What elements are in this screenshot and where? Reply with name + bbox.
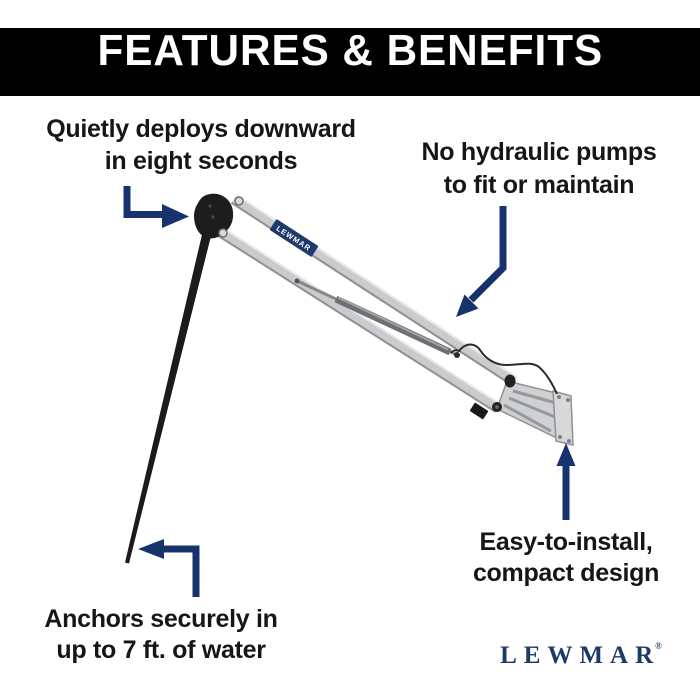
page-title: FEATURES & BENEFITS	[97, 26, 603, 75]
lower-arm	[215, 226, 502, 413]
arm-label-sticker: LEWMAR	[269, 219, 319, 257]
callout-easy-install-line2: compact design	[472, 559, 660, 587]
arrow-top-left-icon	[123, 186, 162, 218]
callout-anchors: Anchors securely in up to 7 ft. of water	[10, 604, 312, 666]
callout-no-hydraulics-line1: No hydraulic pumps	[421, 138, 657, 166]
callout-deploys: Quietly deploys downward in eight second…	[16, 113, 386, 177]
pivot-head	[194, 193, 244, 239]
arrow-top-right-icon	[468, 206, 507, 303]
arrow-bottom-left-icon	[164, 545, 200, 597]
mounting-bracket	[450, 343, 574, 446]
callout-easy-install-line1: Easy-to-install,	[479, 528, 653, 556]
callout-no-hydraulics-line2: to fit or maintain	[443, 171, 635, 199]
anchor-pole	[125, 224, 214, 564]
callout-easy-install: Easy-to-install, compact design	[421, 527, 700, 589]
arrow-top-left-head	[162, 204, 189, 228]
callout-anchors-line2: up to 7 ft. of water	[56, 636, 266, 664]
brand-logo: LEWMAR®	[468, 641, 694, 670]
arrow-bottom-left-head	[138, 539, 164, 559]
brand-logo-text: LEWMAR	[500, 642, 661, 669]
arm-label-text: LEWMAR	[275, 224, 313, 253]
callout-deploys-line2: in eight seconds	[104, 147, 298, 175]
gas-strut	[294, 278, 460, 358]
arrow-top-right-head	[456, 294, 479, 317]
bracket-cable	[450, 343, 558, 395]
callout-no-hydraulics: No hydraulic pumps to fit or maintain	[394, 136, 684, 202]
callout-deploys-line1: Quietly deploys downward	[46, 115, 356, 143]
registered-mark: ®	[655, 641, 662, 651]
arrow-bottom-right-head	[556, 443, 576, 466]
header-bar: FEATURES & BENEFITS	[0, 26, 700, 96]
callout-anchors-line1: Anchors securely in	[44, 605, 278, 633]
